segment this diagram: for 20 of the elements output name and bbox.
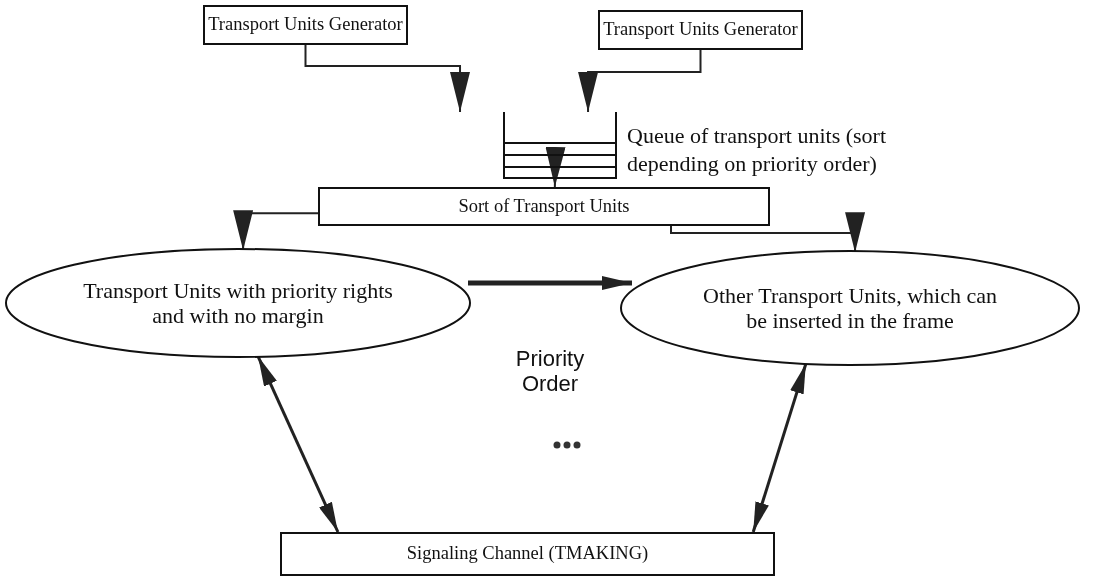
node-caption: Queue of transport units (sort depending on priority order) bbox=[627, 122, 888, 177]
process-box bbox=[203, 5, 408, 45]
arrow bbox=[304, 44, 470, 113]
text-label: Priority Order bbox=[514, 346, 586, 397]
node-text: Transport Units Generator bbox=[208, 14, 403, 36]
node-text: Other Transport Units, which can be inserted in the frame bbox=[702, 282, 998, 334]
arrow bbox=[256, 355, 340, 533]
arrow bbox=[545, 146, 566, 188]
arrow bbox=[751, 363, 808, 533]
process-box bbox=[318, 187, 770, 226]
node-text: Transport Units with priority rights and with no margin bbox=[82, 277, 394, 329]
node-text: Sort of Transport Units bbox=[458, 195, 630, 218]
process-box bbox=[280, 532, 775, 576]
arrow bbox=[578, 49, 702, 113]
ellipse-node bbox=[5, 248, 471, 358]
queue-symbol bbox=[503, 112, 617, 179]
node-text: Transport Units Generator bbox=[603, 19, 798, 41]
process-box bbox=[598, 10, 803, 50]
ellipse-node bbox=[620, 250, 1080, 366]
node-text: Signaling Channel (TMAKING) bbox=[406, 543, 649, 565]
